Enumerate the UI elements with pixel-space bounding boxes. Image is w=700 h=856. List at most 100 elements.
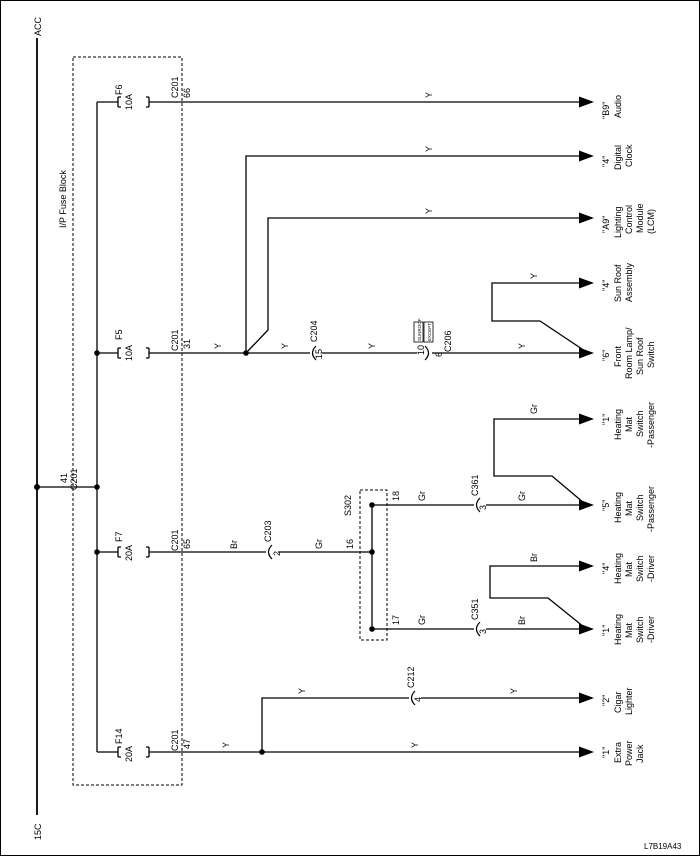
svg-text:-Driver: -Driver (646, 616, 656, 643)
svg-text:Switch: Switch (635, 616, 645, 643)
wire-color-f7: Br (229, 540, 239, 549)
wire-pass-link (493, 418, 585, 504)
c206-label: C206 (443, 330, 453, 352)
load-cigar-lighter: "2" Cigar Lighter (601, 687, 634, 715)
svg-text:Switch: Switch (635, 555, 645, 582)
wire-color-lcm: Y (424, 208, 434, 214)
svg-text:Mat: Mat (624, 561, 634, 577)
wire-color-clock: Y (424, 146, 434, 152)
svg-text:Digital: Digital (613, 145, 623, 170)
acc-label: ACC (33, 16, 43, 36)
svg-text:-Passenger: -Passenger (646, 402, 656, 448)
wire-color-pass-b: Gr (517, 491, 527, 501)
wire-color-f14: Y (221, 742, 231, 748)
load-lcm: "A9" Lighting Control Module (LCM) (601, 203, 656, 238)
fuse-block-outline (72, 56, 183, 786)
fuse-f7: F7 20A C201 65 (97, 529, 192, 561)
wire-color-c204: Y (367, 343, 377, 349)
c203-connector-mark (267, 544, 273, 560)
svg-text:F5: F5 (114, 329, 124, 340)
wire-color-room-lamp: Y (517, 343, 527, 349)
svg-text:Cigar: Cigar (613, 691, 623, 713)
svg-text:F6: F6 (114, 84, 124, 95)
load-heating-mat-pass-5: "5" Heating Mat Switch -Passenger (601, 486, 656, 532)
wire-color-f5: Y (213, 343, 223, 349)
svg-text:"6": "6" (601, 350, 611, 361)
wire-color-lcm-riser: Y (280, 343, 290, 349)
c206-pin-alt: 10 (416, 345, 426, 355)
svg-text:Mat: Mat (624, 416, 634, 432)
load-heating-mat-drv-4: "4" Heating Mat Switch -Driver (601, 553, 656, 584)
c212-connector-mark (410, 690, 416, 706)
svg-text:Sun Roof: Sun Roof (613, 264, 623, 302)
fuse-block-feed-connector: C201 (69, 468, 79, 490)
c204-pin: 15 (314, 349, 324, 359)
15c-label: 15C (33, 823, 43, 840)
svg-text:Switch: Switch (635, 410, 645, 437)
wire-drv-link (489, 565, 585, 628)
arrow-audio (579, 96, 594, 108)
s302-splice-outline (359, 489, 388, 641)
wire-color-c212-a: Y (297, 688, 307, 694)
splice-pin-17: 17 (391, 615, 401, 625)
svg-text:Assembly: Assembly (624, 262, 634, 302)
c203-label: C203 (263, 520, 273, 542)
svg-text:Heating: Heating (613, 553, 623, 584)
c212-pin: 4 (413, 697, 423, 702)
splice-pin-16: 16 (345, 539, 355, 549)
fuse-block-feed-pin: 41 (59, 473, 69, 483)
svg-text:-Passenger: -Passenger (646, 486, 656, 532)
svg-text:SUNROOF: SUNROOF (417, 318, 422, 341)
svg-text:"2": "2" (601, 695, 611, 706)
svg-text:Heating: Heating (613, 492, 623, 523)
svg-text:Jack: Jack (635, 744, 645, 763)
svg-text:Front: Front (613, 345, 623, 367)
wire-color-drv-c: Br (529, 553, 539, 562)
fuse-f14: F14 20A C201 47 (97, 728, 192, 762)
svg-text:"1": "1" (601, 414, 611, 425)
arrow-digital-clock (579, 150, 594, 162)
load-extra-power-jack: "1" Extra Power Jack (601, 740, 645, 766)
svg-text:Module: Module (635, 203, 645, 233)
c203-pin: 2 (272, 551, 282, 556)
load-heating-mat-pass-1: "1" Heating Mat Switch -Passenger (601, 402, 656, 448)
svg-text:65: 65 (182, 539, 192, 549)
svg-text:"5": "5" (601, 500, 611, 511)
fuse-f5: F5 10A C201 31 (97, 329, 192, 361)
c351-connector-mark (475, 621, 481, 637)
svg-text:Switch: Switch (646, 341, 656, 368)
wire-c212 (261, 697, 409, 752)
c351-pin: 3 (478, 629, 488, 634)
arrow-cigar-lighter (579, 692, 594, 704)
fuse-block-label: I/P Fuse Block (58, 170, 68, 228)
svg-text:C201: C201 (170, 729, 180, 751)
svg-text:C201: C201 (170, 529, 180, 551)
arrow-lcm (579, 212, 594, 224)
svg-text:Heating: Heating (613, 409, 623, 440)
wire-color-drv-b: Br (517, 616, 527, 625)
wire-lcm (245, 217, 580, 354)
wire-color-pass-c: Gr (529, 404, 539, 414)
svg-text:Sun Roof: Sun Roof (635, 337, 645, 375)
svg-text:10A: 10A (124, 94, 134, 110)
figure-id: L7B19A43 (644, 842, 682, 851)
c361-connector-mark (475, 497, 481, 513)
splice-dot-16 (369, 549, 375, 555)
svg-text:(LCM): (LCM) (646, 209, 656, 234)
svg-text:F7: F7 (114, 531, 124, 542)
c206-connector-mark (424, 345, 430, 361)
c361-pin: 3 (478, 505, 488, 510)
svg-text:66: 66 (182, 88, 192, 98)
arrow-drv-switch-4 (579, 560, 594, 572)
c204-connector-mark (311, 345, 317, 361)
load-room-lamp-switch: "6" Front Room Lamp/ Sun Roof Switch (601, 327, 656, 379)
svg-text:Lighting: Lighting (613, 206, 623, 238)
wire-color-audio: Y (424, 92, 434, 98)
svg-text:Room Lamp/: Room Lamp/ (624, 327, 634, 379)
wire-color-sunroof: Y (529, 273, 539, 279)
svg-text:Audio: Audio (613, 95, 623, 118)
svg-text:"4": "4" (601, 280, 611, 291)
svg-text:C201: C201 (170, 76, 180, 98)
load-sunroof-assembly: "4" Sun Roof Assembly (601, 262, 634, 302)
